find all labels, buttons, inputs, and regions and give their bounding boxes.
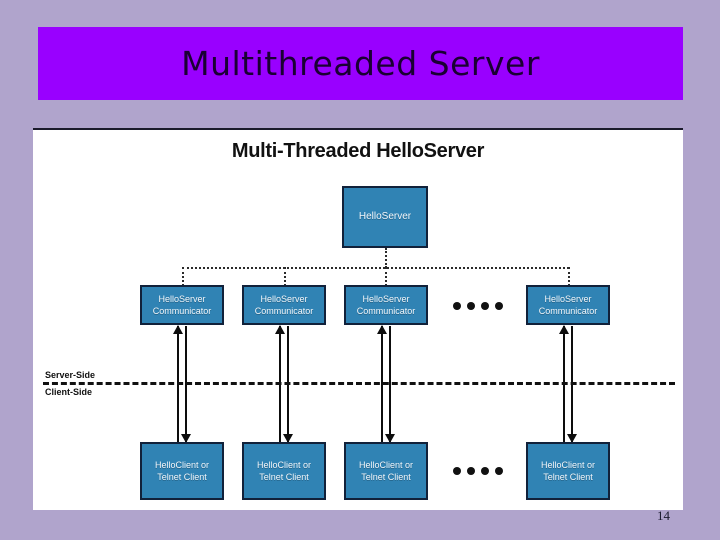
- dotted-connector-drop-3: [568, 267, 570, 286]
- page-title: Multithreaded Server: [181, 44, 540, 83]
- arrow-head-down: [283, 434, 293, 443]
- page-number: 14: [657, 508, 670, 523]
- node-helloserver-communicator-2: HelloServer Communicator: [344, 285, 428, 325]
- node-label-line1: HelloServer: [158, 294, 206, 304]
- node-label-line1: HelloServer: [544, 294, 592, 304]
- arrow-head-up: [173, 325, 183, 334]
- ellipsis-dot: [467, 467, 475, 475]
- arrow-head-up: [377, 325, 387, 334]
- ellipsis-dot: [467, 302, 475, 310]
- diagram-image: Multi-Threaded HelloServer HelloServer H…: [33, 128, 683, 510]
- label-client-side: Client-Side: [45, 387, 93, 397]
- ellipsis-dot: [495, 302, 503, 310]
- node-label-line2: Communicator: [254, 306, 314, 316]
- node-label-line2: Telnet Client: [361, 472, 411, 482]
- node-helloserver-label: HelloServer: [358, 211, 412, 222]
- node-label-line1: HelloClient or: [256, 460, 312, 470]
- node-label-line2: Telnet Client: [157, 472, 207, 482]
- arrow-head-down: [181, 434, 191, 443]
- arrow-head-down: [567, 434, 577, 443]
- diagram-title: Multi-Threaded HelloServer: [231, 140, 485, 162]
- dotted-connector-server-stem: [385, 248, 387, 268]
- slide-title-banner: Multithreaded Server: [38, 27, 683, 100]
- node-label-line2: Communicator: [152, 306, 212, 316]
- ellipsis-dot: [481, 467, 489, 475]
- ellipsis-dot: [453, 302, 461, 310]
- dotted-connector-drop-0: [182, 267, 184, 286]
- arrow-head-down: [385, 434, 395, 443]
- node-label-line1: HelloServer: [362, 294, 410, 304]
- node-helloserver-communicator-1: HelloServer Communicator: [242, 285, 326, 325]
- node-helloclient-1: HelloClient or Telnet Client: [242, 442, 326, 500]
- ellipsis-dots-server-row: [453, 302, 503, 310]
- node-label-line2: Telnet Client: [259, 472, 309, 482]
- dotted-connector-drop-2: [385, 267, 387, 286]
- arrow-head-up: [559, 325, 569, 334]
- node-label-line1: HelloClient or: [358, 460, 414, 470]
- node-label-line2: Telnet Client: [543, 472, 593, 482]
- node-label-line2: Communicator: [356, 306, 416, 316]
- node-helloclient-2: HelloClient or Telnet Client: [344, 442, 428, 500]
- node-helloserver: HelloServer: [342, 186, 428, 248]
- ellipsis-dot: [495, 467, 503, 475]
- label-server-side: Server-Side: [45, 370, 96, 380]
- node-label-line1: HelloClient or: [540, 460, 596, 470]
- server-client-divider: [43, 382, 675, 385]
- node-helloclient-0: HelloClient or Telnet Client: [140, 442, 224, 500]
- node-helloserver-communicator-0: HelloServer Communicator: [140, 285, 224, 325]
- arrow-head-up: [275, 325, 285, 334]
- node-helloserver-communicator-3: HelloServer Communicator: [526, 285, 610, 325]
- dotted-connector-drop-1: [284, 267, 286, 286]
- dotted-connector-bus: [182, 267, 569, 269]
- node-label-line1: HelloServer: [260, 294, 308, 304]
- node-label-line2: Communicator: [538, 306, 598, 316]
- ellipsis-dot: [453, 467, 461, 475]
- node-helloclient-3: HelloClient or Telnet Client: [526, 442, 610, 500]
- ellipsis-dots-client-row: [453, 467, 503, 475]
- node-label-line1: HelloClient or: [154, 460, 210, 470]
- ellipsis-dot: [481, 302, 489, 310]
